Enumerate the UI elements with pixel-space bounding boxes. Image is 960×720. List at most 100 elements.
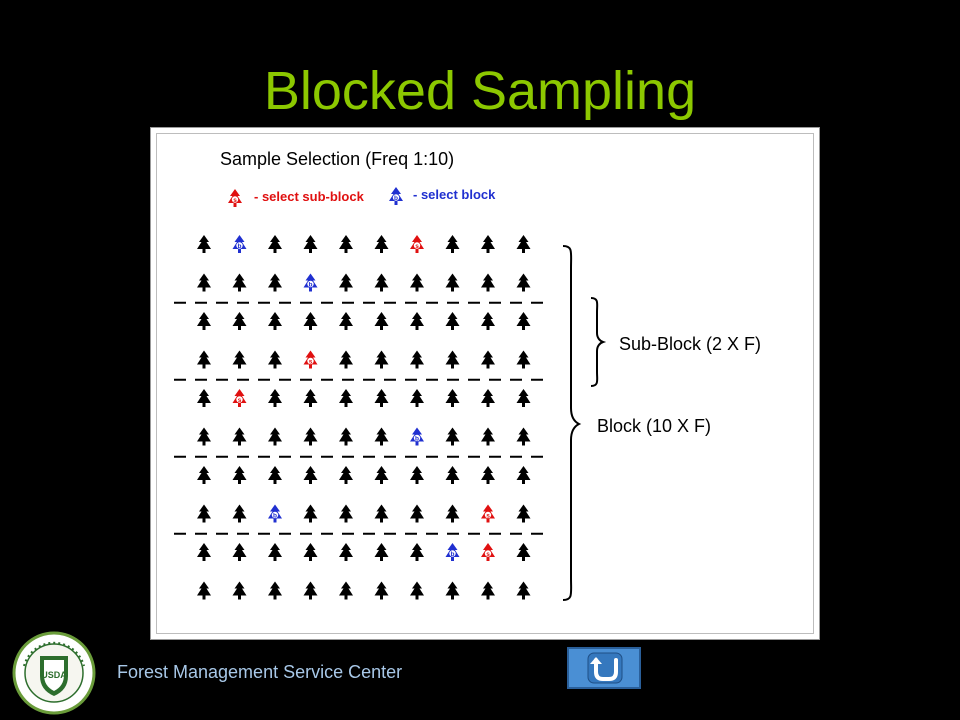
tree-icon [516, 350, 531, 369]
tree-icon [481, 350, 495, 369]
svg-text:s: s [486, 551, 490, 558]
logo-shield-text: USDA [41, 670, 67, 680]
svg-text:s: s [486, 513, 490, 520]
tree-icon [339, 312, 353, 330]
return-button[interactable] [567, 647, 641, 689]
diagram-heading: Sample Selection (Freq 1:10) [220, 149, 454, 169]
tree-icon [374, 466, 389, 484]
subblock-dividers [174, 301, 546, 535]
tree-icon [481, 312, 495, 330]
tree-icon [481, 581, 495, 600]
tree-icon [197, 235, 211, 253]
tree-icon [197, 427, 211, 446]
svg-text:s: s [415, 243, 419, 250]
tree-icon [339, 389, 353, 407]
tree-icon [197, 273, 211, 292]
block-selected-tree-icon: b [232, 235, 247, 253]
tree-icon [268, 543, 282, 561]
legend-subblock-marker-icon: s [228, 189, 242, 207]
tree-icon [445, 312, 460, 330]
tree-icon [410, 581, 424, 600]
subblock-selected-tree-icon: s [481, 543, 495, 561]
subblock-selected-tree-icon: s [481, 504, 495, 523]
svg-text:b: b [415, 436, 419, 443]
tree-icon [339, 466, 353, 484]
tree-icon [374, 273, 389, 292]
svg-text:s: s [238, 397, 242, 404]
legend-block-tree-icon: b [389, 187, 403, 205]
tree-icon [410, 312, 424, 330]
tree-icon [445, 389, 460, 407]
tree-icon [516, 312, 531, 330]
tree-icon [445, 273, 460, 292]
tree-icon [516, 389, 531, 407]
svg-text:s: s [233, 197, 237, 204]
tree-icon [339, 273, 353, 292]
tree-icon [268, 235, 282, 253]
tree-icon [268, 427, 282, 446]
tree-icon [197, 350, 211, 369]
legend-block-label: - select block [413, 187, 496, 202]
subblock-selected-tree-icon: s [232, 389, 247, 407]
tree-icon [374, 389, 389, 407]
forest-biometrics-logo: USDA [12, 631, 96, 715]
tree-icon [516, 543, 531, 561]
tree-icon [374, 504, 389, 523]
tree-icon [516, 273, 531, 292]
tree-icon [410, 466, 424, 484]
tree-icon [516, 581, 531, 600]
legend-subblock-label: - select sub-block [254, 189, 365, 204]
tree-icon [339, 581, 353, 600]
tree-icon [232, 581, 247, 600]
legend-block-marker-icon: b [389, 187, 403, 205]
tree-icon [303, 581, 318, 600]
tree-icon [303, 312, 318, 330]
tree-icon [303, 427, 318, 446]
tree-icon [481, 389, 495, 407]
subblock-brace-icon [590, 297, 607, 387]
tree-icon [303, 235, 318, 253]
subblock-selected-tree-icon: s [303, 350, 318, 369]
tree-icon [197, 389, 211, 407]
tree-icon [374, 581, 389, 600]
subblock-selected-tree-icon: s [410, 235, 424, 253]
tree-icon [268, 389, 282, 407]
tree-icon [339, 235, 353, 253]
tree-icon [303, 543, 318, 561]
tree-icon [268, 312, 282, 330]
tree-icon [516, 235, 531, 253]
tree-icon [268, 581, 282, 600]
block-selected-tree-icon: b [268, 504, 282, 523]
tree-icon [339, 427, 353, 446]
block-selected-tree-icon: b [303, 273, 318, 292]
slide-title: Blocked Sampling [263, 61, 697, 121]
svg-text:b: b [309, 282, 313, 289]
tree-icon [481, 427, 495, 446]
tree-icon [268, 350, 282, 369]
tree-icon [232, 466, 247, 484]
tree-icon [197, 504, 211, 523]
tree-icon [481, 273, 495, 292]
footer-org-name: Forest Management Service Center [117, 662, 403, 682]
tree-icon [232, 504, 247, 523]
tree-icon [374, 312, 389, 330]
subblock-label: Sub-Block (2 X F) [619, 334, 761, 354]
tree-icon [410, 350, 424, 369]
svg-text:b: b [394, 195, 398, 202]
diagram-frame [156, 133, 814, 634]
tree-icon [197, 581, 211, 600]
tree-icon [410, 273, 424, 292]
diagram-panel: Sample Selection (Freq 1:10) s - select … [150, 127, 820, 640]
tree-icon [445, 350, 460, 369]
tree-icon [339, 543, 353, 561]
u-turn-arrow-icon [587, 652, 623, 684]
tree-icon [410, 389, 424, 407]
tree-icon [303, 504, 318, 523]
block-brace-icon [562, 245, 582, 601]
block-selected-tree-icon: b [410, 427, 424, 446]
tree-icon [197, 312, 211, 330]
tree-icon [339, 350, 353, 369]
tree-icon [445, 504, 460, 523]
blocked-sampling-diagram: Sample Selection (Freq 1:10) s - select … [174, 149, 761, 601]
